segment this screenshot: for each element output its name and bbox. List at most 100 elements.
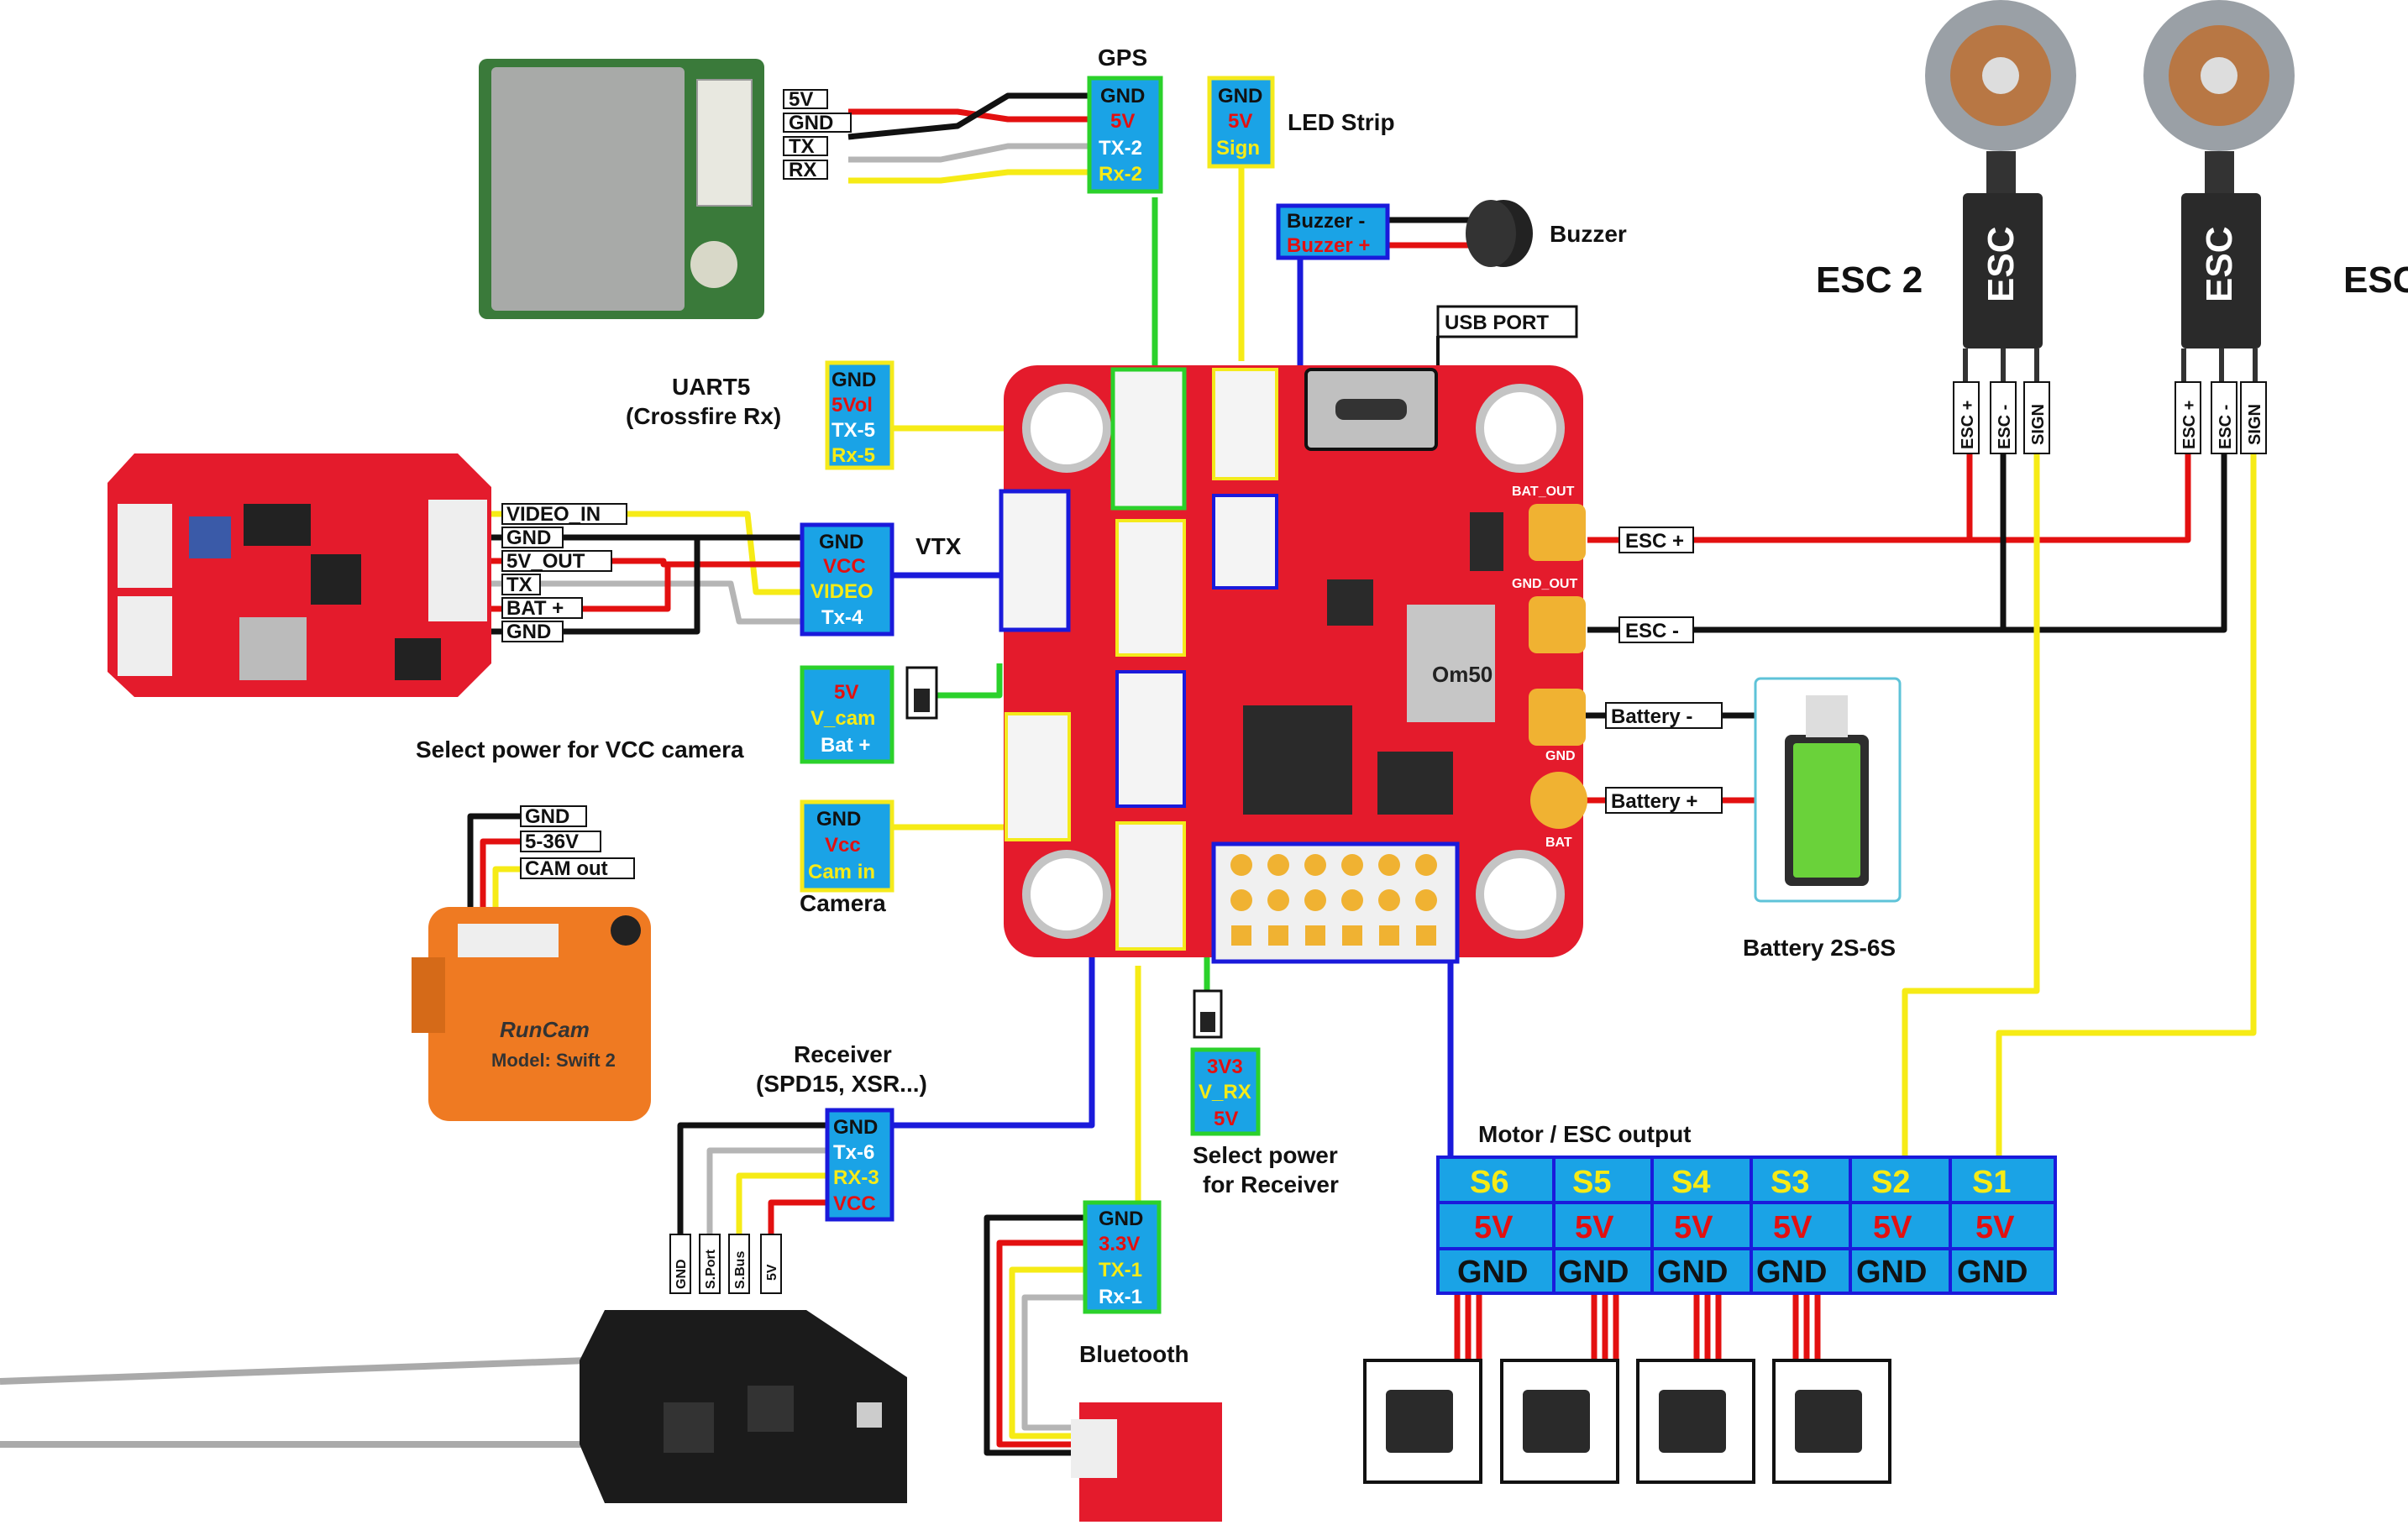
vtx-wire-label-5vout: 5V_OUT <box>506 550 585 573</box>
vtx-box-vcc: VCC <box>823 555 866 578</box>
gps-wire-tx <box>848 143 1113 163</box>
vtx-title: VTX <box>915 533 962 559</box>
camera-wire-label-gnd: GND <box>525 805 569 828</box>
receiver-power-3v3: 3V3 <box>1207 1056 1243 1078</box>
receiver-box-tx: Tx-6 <box>833 1141 874 1164</box>
bluetooth-title: Bluetooth <box>1079 1341 1189 1367</box>
motor-pads <box>1230 854 1437 946</box>
board-mark-bat-out: BAT_OUT <box>1512 485 1575 499</box>
board-mark-om50: Om50 <box>1432 662 1493 687</box>
battery-range-title: Battery 2S-6S <box>1743 935 1896 961</box>
gps-connector-box: GND 5V TX-2 Rx-2 <box>1087 76 1163 194</box>
gps-wire-rx <box>848 169 1113 184</box>
buzzer-title: Buzzer <box>1550 221 1627 247</box>
bluetooth-box: GND 3.3V TX-1 Rx-1 <box>1083 1200 1162 1314</box>
motor-5v-2: 5V <box>1575 1210 1614 1245</box>
esc2-pin-minus: ESC - <box>1996 405 2014 449</box>
receiver-device <box>0 1310 907 1503</box>
motor-5v-1: 5V <box>1474 1210 1514 1245</box>
uart5-title-2: (Crossfire Rx) <box>626 403 781 429</box>
receiver-pin-gnd: GND <box>674 1259 689 1289</box>
camera-brand: RunCam <box>500 1017 590 1042</box>
servo-wires-4 <box>1792 1293 1821 1360</box>
vtx-wire-tx <box>487 580 802 625</box>
vtx-box-video: VIDEO <box>811 580 873 603</box>
camera-title: Camera <box>800 890 886 916</box>
vtx-wire-label-bat: BAT + <box>506 597 564 620</box>
gps-wire-label-5v: 5V <box>789 88 813 111</box>
vcc-camera-bat: Bat + <box>821 734 870 757</box>
bt-wire-33 <box>996 1239 1085 1448</box>
servo-wires-1 <box>1454 1293 1482 1360</box>
select-receiver-title-1: Select power <box>1193 1142 1338 1168</box>
led-strip-box: GND 5V Sign <box>1207 76 1275 169</box>
camera-device: RunCam Model: Swift 2 <box>412 907 651 1121</box>
esc1-pin-labels: ESC + ESC - SIGN <box>2175 381 2267 454</box>
board-mark-gnd: GND <box>1545 749 1576 763</box>
vtx-box-tx: Tx-4 <box>821 606 863 629</box>
esc1-pin-minus: ESC - <box>2217 405 2235 449</box>
esc-plus-line <box>1587 453 2191 543</box>
motor-output-table: S6 S5 S4 S3 S2 S1 5V 5V 5V 5V 5V 5V GND … <box>1436 1156 2057 1295</box>
gps-box-tx: TX-2 <box>1099 137 1142 160</box>
receiver-wire-gnd <box>677 1122 832 1234</box>
esc-minus-line <box>1587 453 2227 633</box>
motor-esc-1: ESC <box>2143 0 2295 348</box>
motor-output-s5: S5 <box>1572 1165 1611 1200</box>
motor-output-s2: S2 <box>1871 1165 1910 1200</box>
motor-5v-5: 5V <box>1873 1210 1912 1245</box>
motor-output-s1: S1 <box>1972 1165 2011 1200</box>
receiver-pin-5v: 5V <box>765 1264 779 1281</box>
esc2-body-label: ESC <box>1980 227 2022 302</box>
battery-pack <box>1754 677 1902 903</box>
bluetooth-device <box>1071 1402 1222 1522</box>
led-box-gnd: GND <box>1218 85 1262 107</box>
buzzer-box: Buzzer - Buzzer + <box>1276 203 1390 260</box>
esc-minus-label: ESC - <box>1625 620 1679 642</box>
select-vcc-camera-title: Select power for VCC camera <box>416 736 744 762</box>
usb-port-label-box <box>1436 305 1578 338</box>
bluetooth-box-tx: TX-1 <box>1099 1259 1142 1281</box>
motor-output-title: Motor / ESC output <box>1478 1121 1692 1147</box>
camera-wire-labels: GND 5-36V CAM out <box>520 805 635 880</box>
gps-box-5v: 5V <box>1110 110 1135 133</box>
gps-module <box>479 59 764 319</box>
motor-output-s3: S3 <box>1771 1165 1809 1200</box>
esc2-pin-plus: ESC + <box>1959 401 1977 449</box>
buzzer-box-minus: Buzzer - <box>1287 210 1365 233</box>
uart5-box-rx: Rx-5 <box>832 444 875 467</box>
receiver-pin-sbus: S.Bus <box>733 1251 748 1289</box>
receiver-box-gnd: GND <box>833 1116 878 1139</box>
battery-minus-label: Battery - <box>1611 705 1692 728</box>
select-receiver-title-2: for Receiver <box>1203 1171 1339 1197</box>
servos <box>1363 1359 1891 1484</box>
bt-wire-tx <box>1009 1266 1085 1439</box>
esc1-pin-sign: SIGN <box>2246 404 2264 445</box>
camera-wire-label-vcc: 5-36V <box>525 831 579 853</box>
gps-wire-label-rx: RX <box>789 159 816 181</box>
receiver-wire-tx <box>706 1147 832 1234</box>
uart5-title-1: UART5 <box>672 374 750 400</box>
bluetooth-box-33v: 3.3V <box>1099 1233 1140 1255</box>
esc2-title: ESC 2 <box>1816 259 1923 301</box>
receiver-power-5v: 5V <box>1214 1108 1238 1130</box>
camera-select-green-link <box>936 663 1003 699</box>
esc1-sign-line <box>1996 453 2257 1159</box>
receiver-title-2: (SPD15, XSR...) <box>756 1071 927 1097</box>
motor-5v-4: 5V <box>1773 1210 1813 1245</box>
gps-wire-label-gnd: GND <box>789 112 833 134</box>
gps-box-rx: Rx-2 <box>1099 163 1142 186</box>
vtx-wire-label-tx: TX <box>506 574 532 596</box>
led-strip-title: LED Strip <box>1288 109 1395 135</box>
flight-controller-board: Om50 BAT_OUT GND_OUT GND BAT <box>999 365 1587 964</box>
motor-gnd-6: GND <box>1957 1255 2028 1290</box>
vcc-camera-5v: 5V <box>834 681 858 704</box>
camera-box-camin: Cam in <box>808 861 875 883</box>
camera-box-gnd: GND <box>816 808 861 831</box>
camera-wire-gnd <box>467 813 521 932</box>
motor-output-s4: S4 <box>1671 1165 1710 1200</box>
receiver-wire-vcc <box>768 1199 832 1234</box>
uart5-box-5vol: 5Vol <box>832 394 873 417</box>
vtx-box-gnd: GND <box>819 531 863 553</box>
esc-plus-label: ESC + <box>1625 530 1684 553</box>
